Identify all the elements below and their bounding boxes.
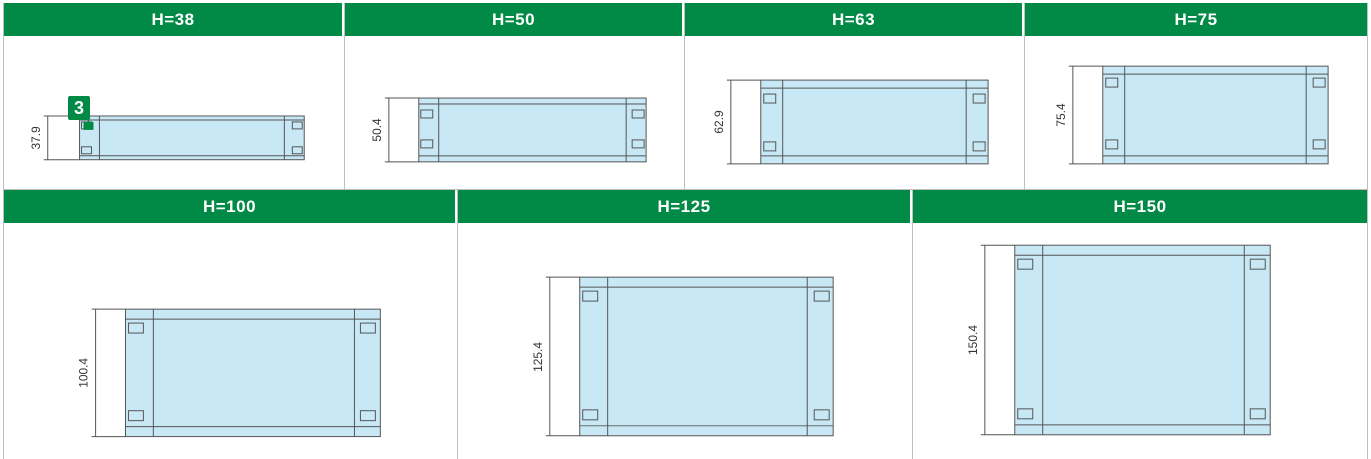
panel-header: H=63 bbox=[685, 3, 1024, 36]
enclosure-drawing: 62.9 bbox=[712, 79, 989, 165]
panel-header: H=150 bbox=[913, 190, 1367, 223]
panel-h50: H=50 50.4 bbox=[345, 3, 685, 190]
panel-h38: H=38 37.9 3 bbox=[3, 3, 345, 190]
callout-marker bbox=[83, 121, 94, 130]
panel-header: H=125 bbox=[458, 190, 912, 223]
drawing-h125: 125.4 bbox=[458, 223, 912, 459]
drawing-h63: 62.9 bbox=[685, 36, 1024, 189]
drawing-h50: 50.4 bbox=[345, 36, 684, 189]
panel-h100: H=100 100.4 bbox=[3, 190, 458, 459]
enclosure-drawing: 150.4 bbox=[966, 244, 1271, 436]
panel-h125: H=125 125.4 bbox=[458, 190, 913, 459]
dimension-label: 100.4 bbox=[77, 358, 91, 388]
dimension-label: 125.4 bbox=[531, 342, 545, 372]
drawing-h75: 75.4 bbox=[1025, 36, 1367, 189]
panel-h150: H=150 150.4 bbox=[913, 190, 1368, 459]
enclosure-drawing: 75.4 bbox=[1054, 65, 1329, 165]
bottom-row: H=100 100.4 H=125 bbox=[3, 190, 1368, 459]
drawing-h38: 37.9 3 bbox=[4, 36, 344, 189]
panel-header: H=100 bbox=[4, 190, 457, 223]
drawing-h100: 100.4 bbox=[4, 223, 457, 459]
dimension-label: 75.4 bbox=[1054, 103, 1068, 127]
drawing-h150: 150.4 bbox=[913, 223, 1367, 459]
dimension-label: 50.4 bbox=[370, 118, 384, 142]
panel-header: H=38 bbox=[4, 3, 344, 36]
panel-header: H=75 bbox=[1025, 3, 1367, 36]
top-row: H=38 37.9 3 H=50 bbox=[3, 3, 1368, 190]
dimension-label: 37.9 bbox=[29, 126, 43, 150]
panel-h75: H=75 75.4 bbox=[1025, 3, 1368, 190]
dimension-label: 62.9 bbox=[712, 110, 726, 134]
panel-header: H=50 bbox=[345, 3, 684, 36]
enclosure-drawing: 50.4 bbox=[370, 97, 647, 163]
enclosure-drawing: 37.9 bbox=[29, 98, 305, 161]
dimension-label: 150.4 bbox=[966, 325, 980, 355]
enclosure-drawing: 125.4 bbox=[531, 276, 834, 437]
enclosure-drawing: 100.4 bbox=[77, 308, 381, 438]
callout-badge: 3 bbox=[68, 96, 90, 120]
panel-h63: H=63 62.9 bbox=[685, 3, 1025, 190]
